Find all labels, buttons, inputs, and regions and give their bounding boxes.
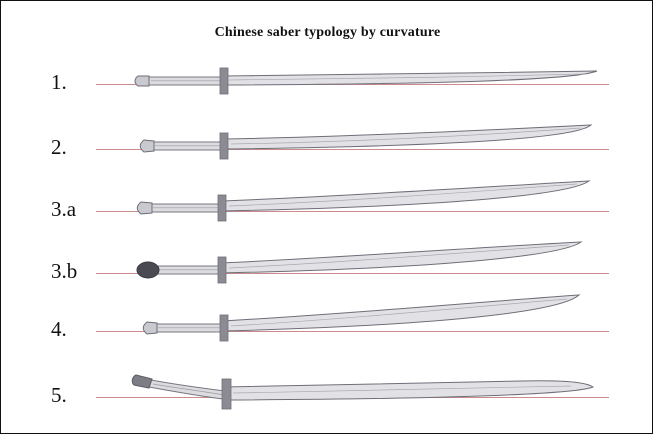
pommel-2 [139, 139, 155, 153]
reference-line-4 [96, 331, 609, 332]
row-label-3a: 3.a [51, 197, 77, 221]
saber-row-4: 4. [1, 294, 652, 363]
blade-1 [222, 70, 598, 86]
saber-row-3b: 3.b [1, 241, 652, 305]
saber-drawing-4 [1, 294, 652, 363]
fuller-line-5 [232, 385, 572, 394]
saber-row-2: 2. [1, 117, 652, 181]
guard-1 [219, 67, 229, 95]
fuller-line-1 [228, 73, 588, 81]
saber-drawing-1 [1, 52, 652, 116]
page-title: Chinese saber typology by curvature [214, 25, 441, 40]
reference-line-3b [96, 273, 609, 274]
fuller-line-3a [228, 183, 578, 207]
reference-line-2 [96, 149, 609, 150]
saber-drawing-3b [1, 241, 652, 305]
guard-4 [219, 314, 229, 342]
blade-2 [222, 124, 593, 150]
guard-5 [221, 378, 232, 410]
guard-2 [219, 132, 229, 160]
row-label-3b: 3.b [51, 259, 78, 283]
pommel-5 [131, 374, 153, 389]
pommel-3a [136, 201, 153, 215]
reference-line-3a [96, 211, 609, 212]
guard-3b [217, 256, 227, 284]
row-label-1: 1. [51, 70, 67, 94]
blade-5 [224, 380, 595, 401]
pommel-1 [134, 75, 150, 87]
pommel-3b [136, 261, 160, 279]
row-label-2: 2. [51, 135, 67, 159]
row-label-4: 4. [51, 317, 67, 341]
reference-line-1 [96, 84, 609, 85]
fuller-line-4 [230, 298, 568, 327]
saber-row-3a: 3.a [1, 179, 652, 243]
saber-row-1: 1. [1, 52, 652, 116]
grip-line-5 [152, 383, 225, 396]
pommel-4 [142, 321, 158, 335]
fuller-line-2 [230, 127, 582, 145]
fuller-line-3b [228, 244, 570, 269]
guard-3a [217, 194, 227, 222]
saber-drawing-3a [1, 179, 652, 243]
saber-row-5: 5. [1, 365, 652, 429]
saber-drawing-2 [1, 117, 652, 181]
saber-drawing-5 [1, 365, 652, 429]
row-label-5: 5. [51, 383, 67, 407]
